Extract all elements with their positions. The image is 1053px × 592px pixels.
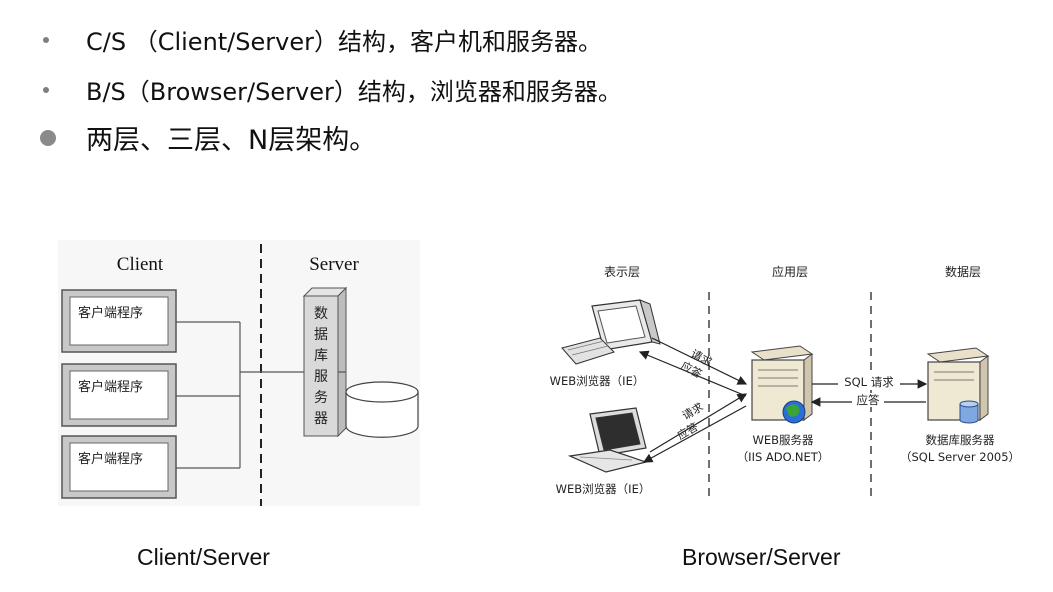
sql-request-label-bg	[838, 374, 900, 389]
bullet-text: C/S （Client/Server）结构，客户机和服务器。	[86, 28, 602, 56]
bullet-dot	[43, 36, 49, 43]
response-arrow-top	[638, 350, 747, 397]
response-label-bottom: 应答	[675, 419, 701, 442]
svg-text:据: 据	[314, 327, 328, 343]
bullet-text: 两层、三层、N层架构。	[86, 125, 377, 156]
db-server-box: 数 据 库 服 务 器	[302, 286, 348, 438]
server-header: Server	[309, 254, 359, 275]
database-cylinder-icon	[345, 381, 419, 438]
svg-text:数: 数	[314, 306, 328, 322]
caption-client-server: Client/Server	[137, 544, 270, 570]
db-server-icon	[926, 347, 990, 424]
sql-request-label: SQL 请求	[844, 375, 894, 389]
bullet-dot	[43, 86, 49, 93]
web-server-icon	[750, 345, 814, 424]
db-server-name: 数据库服务器	[926, 433, 995, 447]
request-label-bottom: 请求	[680, 400, 706, 422]
cs-diagram: Client Server 客户端程序 客户端程序 客户端程序	[58, 240, 420, 506]
layer-presentation: 表示层	[604, 265, 640, 279]
client-box: 客户端程序	[61, 289, 177, 353]
web-server-name: WEB服务器	[752, 433, 814, 447]
bullet-item-bs: B/S（Browser/Server）结构，浏览器和服务器。	[40, 72, 622, 107]
response-arrow-bottom	[642, 405, 747, 463]
client-box-label: 客户端程序	[78, 451, 143, 467]
web-server-tech: （IIS ADO.NET）	[737, 450, 830, 464]
svg-text:器: 器	[314, 411, 328, 427]
svg-text:务: 务	[314, 390, 328, 406]
client-box: 客户端程序	[61, 435, 177, 499]
laptop-icon	[567, 407, 649, 473]
sql-response-label-bg	[852, 393, 884, 407]
svg-text:服: 服	[314, 369, 328, 385]
db-server-tech: （SQL Server 2005）	[900, 450, 1020, 464]
bullet-dot	[40, 129, 56, 146]
sql-response-label: 应答	[857, 393, 880, 407]
bullet-item-layers: 两层、三层、N层架构。	[40, 118, 376, 157]
bullet-text: B/S（Browser/Server）结构，浏览器和服务器。	[86, 78, 622, 106]
bs-diagram: 表示层 应用层 数据层 WEB浏览器（IE） WEB浏览器（IE）	[550, 264, 1020, 498]
client-connectors	[176, 321, 304, 469]
client-box-label: 客户端程序	[78, 305, 143, 321]
browser-server-arrows	[638, 337, 748, 463]
request-arrow-top	[651, 337, 748, 385]
svg-text:库: 库	[314, 348, 328, 364]
browser-label-bottom: WEB浏览器（IE）	[556, 482, 651, 496]
layer-application: 应用层	[772, 264, 808, 279]
request-arrow-bottom	[649, 393, 748, 453]
browser-label-top: WEB浏览器（IE）	[550, 374, 645, 388]
desktop-computer-icon	[561, 299, 661, 365]
client-header: Client	[117, 254, 164, 275]
client-box-label: 客户端程序	[78, 379, 143, 395]
bullet-item-cs: C/S （Client/Server）结构，客户机和服务器。	[40, 22, 602, 57]
client-box: 客户端程序	[61, 363, 177, 427]
layer-data: 数据层	[945, 264, 981, 279]
caption-browser-server: Browser/Server	[682, 544, 841, 570]
